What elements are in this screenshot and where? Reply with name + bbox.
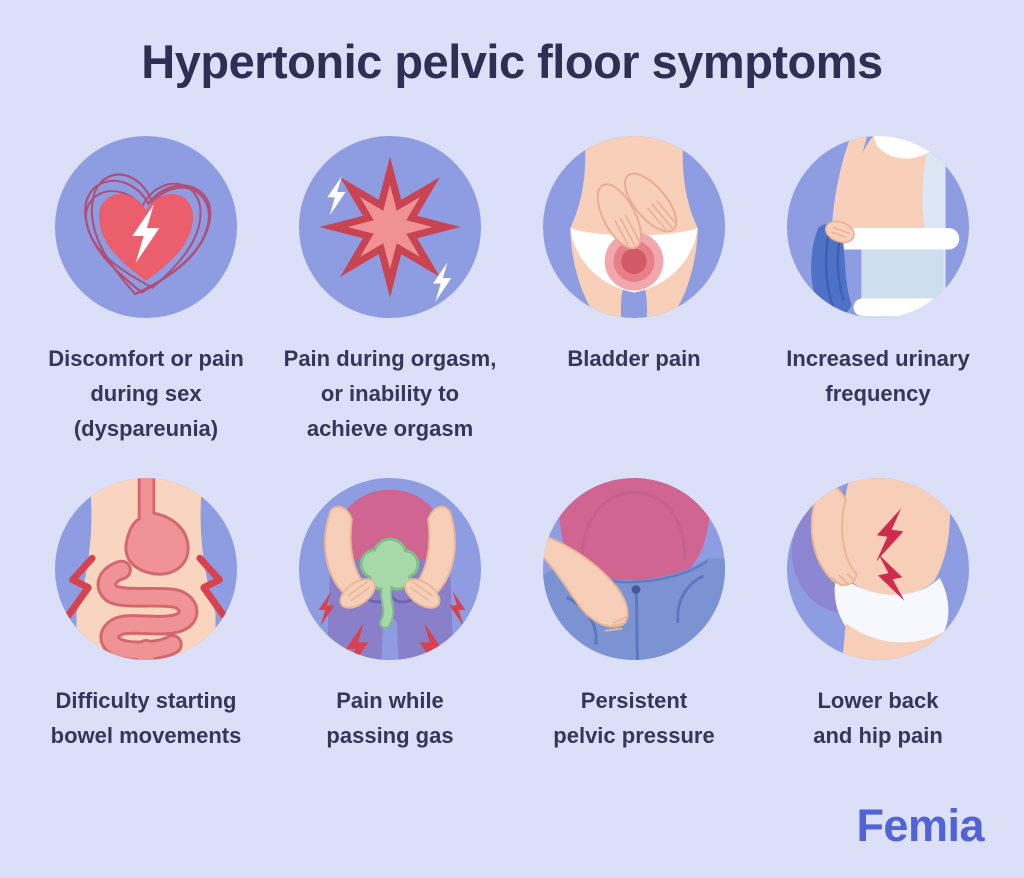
brand-logo: Femia [856, 800, 984, 851]
symptom-caption: Increased urinary frequency [786, 346, 970, 407]
infographic-page: { "title": "Hypertonic pelvic floor symp… [0, 34, 1024, 878]
bladder-pain-icon [541, 134, 727, 320]
page-title: Hypertonic pelvic floor symptoms [141, 35, 883, 88]
symptom-caption: Difficulty starting bowel movements [50, 688, 242, 749]
heart-lightning-icon [53, 134, 239, 320]
symptom-card-dyspareunia: Discomfort or pain during sex (dyspareun… [24, 134, 268, 446]
symptom-card-bladder-pain: Bladder pain [512, 134, 756, 446]
pain-starburst-icon [297, 134, 483, 320]
symptom-caption: Bladder pain [567, 346, 701, 372]
toilet-urinary-icon [785, 134, 971, 320]
symptom-grid: Discomfort or pain during sex (dyspareun… [0, 134, 1024, 753]
symptom-caption: Pain while passing gas [326, 688, 454, 749]
intestines-icon [53, 476, 239, 662]
symptom-card-passing-gas: Pain while passing gas [268, 476, 512, 753]
symptom-card-urinary-frequency: Increased urinary frequency [756, 134, 1000, 446]
symptom-caption: Persistent pelvic pressure [553, 688, 715, 749]
symptom-caption: Discomfort or pain during sex (dyspareun… [48, 346, 244, 442]
symptom-caption: Lower back and hip pain [813, 688, 943, 749]
symptom-card-orgasm-pain: Pain during orgasm, or inability to achi… [268, 134, 512, 446]
symptom-caption: Pain during orgasm, or inability to achi… [283, 346, 497, 442]
passing-gas-icon [297, 476, 483, 662]
symptom-card-pelvic-pressure: Persistent pelvic pressure [512, 476, 756, 753]
symptom-card-back-hip-pain: Lower back and hip pain [756, 476, 1000, 753]
back-hip-pain-icon [785, 476, 971, 662]
pelvic-pressure-icon [541, 476, 727, 662]
symptom-card-bowel-movements: Difficulty starting bowel movements [24, 476, 268, 753]
